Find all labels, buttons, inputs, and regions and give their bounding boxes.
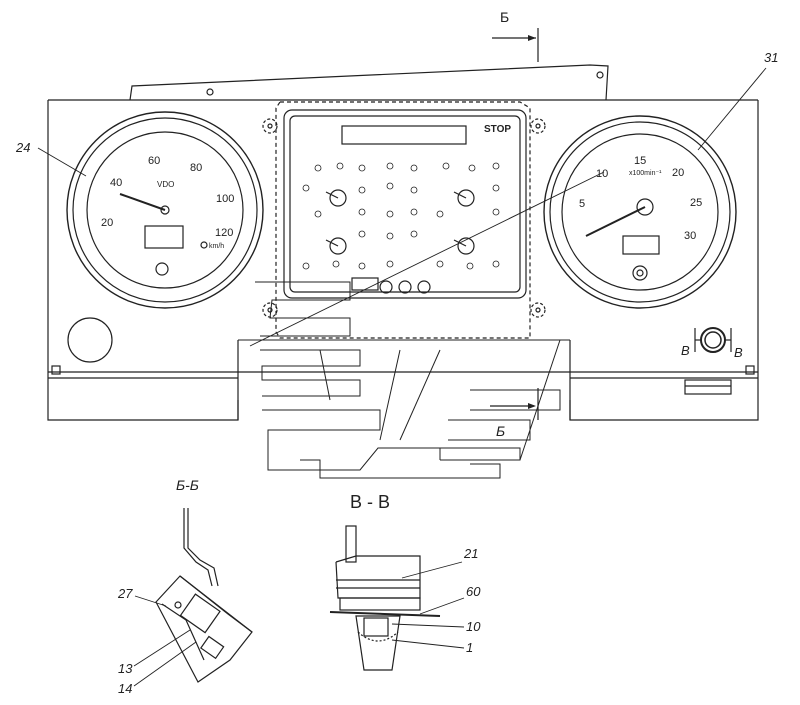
callout-10-label: 10	[466, 619, 481, 634]
tachometer-unit: x100min⁻¹	[629, 170, 662, 177]
callout-27: 27	[117, 586, 167, 607]
center-lcd-window	[341, 125, 467, 145]
callout-10: 10	[391, 619, 481, 634]
tachometer: x100min⁻¹ 5 10 15 20 25 30	[543, 115, 737, 309]
callout-31-label: 31	[764, 50, 778, 65]
callout-60-label: 60	[466, 584, 481, 599]
callout-13: 13	[118, 629, 191, 676]
speedometer-scale-20: 20	[101, 217, 113, 229]
callout-1-label: 1	[466, 640, 473, 655]
section-mark-top: Б	[492, 9, 539, 62]
left-round-opening	[67, 317, 113, 363]
tachometer-scale-30: 30	[684, 230, 696, 242]
screw-heads	[262, 118, 546, 318]
tachometer-scale-20: 20	[672, 167, 684, 179]
panel-body	[47, 64, 759, 421]
section-mark-v: В В	[681, 327, 743, 360]
section-mark-v-left: В	[681, 343, 690, 358]
right-slot	[684, 379, 732, 395]
detail-v-v	[329, 525, 441, 671]
callout-27-label: 27	[117, 586, 133, 601]
callout-1: 1	[391, 639, 473, 655]
speedometer-scale-40: 40	[110, 177, 122, 189]
section-mark-v-right: В	[734, 345, 743, 360]
callout-21: 21	[401, 546, 478, 579]
tachometer-scale-15: 15	[634, 155, 646, 167]
section-title-b-b: Б-Б	[176, 477, 199, 493]
speedometer-brand: VDO	[157, 180, 174, 189]
detail-b-b	[155, 508, 253, 683]
callout-14-label: 14	[118, 681, 132, 696]
lower-console	[238, 281, 570, 479]
callout-21-label: 21	[463, 546, 478, 561]
stop-label: STOP	[484, 124, 511, 135]
callout-24-label: 24	[15, 140, 30, 155]
speedometer-scale-100: 100	[216, 193, 234, 205]
section-mark-bottom-label: Б	[496, 423, 505, 439]
tachometer-display-window	[622, 235, 660, 255]
warning-lamps	[302, 162, 500, 270]
speedometer-unit: km/h	[209, 243, 224, 250]
section-mark-bottom: Б	[490, 388, 539, 439]
callout-31: 31	[697, 50, 778, 151]
tachometer-scale-5: 5	[579, 198, 585, 210]
section-mark-top-label: Б	[500, 9, 509, 25]
speedometer-scale-120: 120	[215, 227, 233, 239]
callout-60: 60	[419, 584, 481, 615]
speedometer-display-window	[144, 225, 184, 249]
speedometer-scale-60: 60	[148, 155, 160, 167]
callout-13-label: 13	[118, 661, 133, 676]
tachometer-scale-25: 25	[690, 197, 702, 209]
callout-14: 14	[118, 641, 197, 696]
section-title-v-v: В - В	[350, 492, 390, 512]
speedometer: VDO km/h 20 40 60 80 100 120	[66, 111, 264, 309]
tachometer-scale-10: 10	[596, 168, 608, 180]
center-indicator-panel: STOP	[249, 109, 605, 347]
callout-24: 24	[15, 140, 87, 177]
speedometer-scale-80: 80	[190, 162, 202, 174]
